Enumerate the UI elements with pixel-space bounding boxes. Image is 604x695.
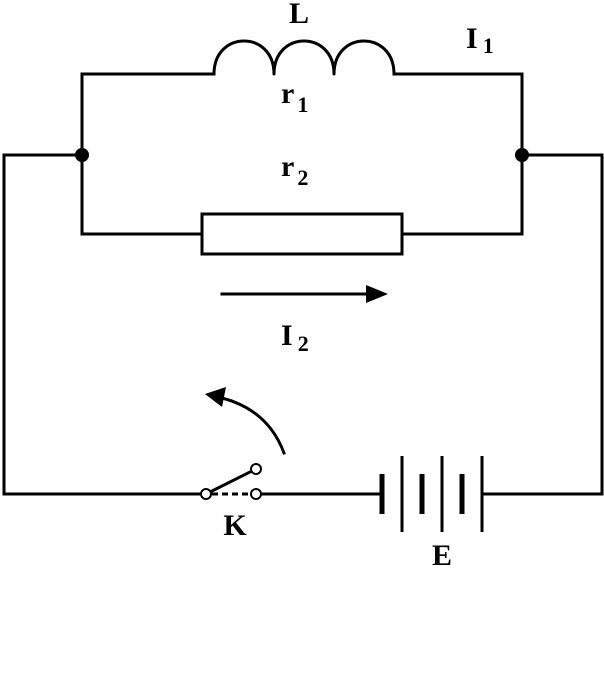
label-i2-main: I	[281, 319, 293, 352]
junction-right	[515, 148, 529, 162]
wire-mid-right	[400, 153, 524, 236]
battery-e	[379, 456, 484, 532]
inductor-coil	[212, 39, 396, 76]
label-i1-sub: 1	[483, 33, 494, 58]
label-switch-k: K	[223, 509, 247, 542]
wires	[2, 72, 604, 496]
switch-k	[200, 463, 262, 500]
switch-terminal-right	[250, 488, 262, 500]
junction-left	[75, 148, 89, 162]
switch-terminal-lever	[250, 463, 262, 475]
wire-mid-left	[80, 153, 204, 236]
switch-action-arrow	[205, 387, 286, 455]
label-r1-sub: 1	[297, 92, 308, 117]
label-r2-main: r	[281, 150, 294, 183]
wire-outer-left	[2, 153, 208, 496]
switch-lever	[205, 467, 257, 496]
label-inductor: L	[289, 0, 309, 30]
label-battery-e: E	[432, 539, 452, 572]
wire-top-left	[80, 72, 216, 157]
resistor-r2	[200, 212, 404, 256]
wire-top-right	[392, 72, 524, 157]
label-r2-sub: 2	[297, 165, 308, 190]
label-i1-main: I	[466, 22, 478, 55]
label-i2-sub: 2	[298, 331, 309, 356]
label-r1-main: r	[281, 77, 294, 110]
switch-terminal-left	[200, 488, 212, 500]
wire-outer-right	[480, 153, 604, 496]
current-arrow-i2	[220, 285, 388, 303]
